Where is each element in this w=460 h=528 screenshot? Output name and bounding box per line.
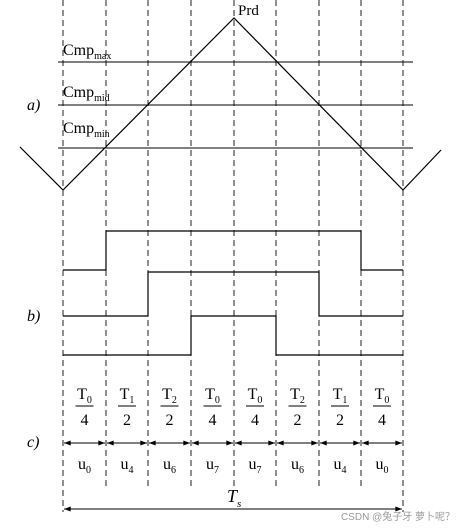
numerator-symbol: T [162, 386, 172, 403]
carrier-triangle [19, 17, 442, 191]
panel-c: T04u0T12u4T22u6T04u7T04u7T22u6T12u4T04u0… [27, 386, 403, 512]
interval-cell-4: T0 4 u7 [192, 386, 233, 476]
cmp-mid-base: Cmp [63, 84, 94, 101]
voltage-vector-label: u6 [291, 456, 304, 476]
panel-a: Prd Cmpmax Cmpmid Cmpmin a) [19, 3, 442, 191]
numerator-subscript: 0 [384, 395, 389, 406]
voltage-vector-label: u6 [163, 456, 176, 476]
voltage-vector-label: u4 [121, 456, 134, 476]
numerator-symbol: T [120, 386, 130, 403]
cmp-min-label: Cmpmin [63, 120, 110, 140]
fraction-denominator: 2 [336, 412, 344, 429]
numerator-subscript: 2 [300, 395, 305, 406]
cmp-mid-label: Cmpmid [63, 84, 110, 104]
fraction-denominator: 4 [209, 412, 217, 429]
vector-symbol: u [121, 456, 129, 473]
numerator-symbol: T [333, 386, 343, 403]
fraction-numerator: T0 [77, 386, 92, 406]
numerator-subscript: 1 [342, 395, 347, 406]
vector-symbol: u [163, 456, 171, 473]
vector-subscript: 7 [214, 465, 219, 476]
fraction-denominator: 2 [294, 412, 302, 429]
numerator-symbol: T [77, 386, 87, 403]
numerator-symbol: T [248, 386, 258, 403]
fraction-denominator: 4 [378, 412, 386, 429]
cmp-max-base: Cmp [63, 42, 94, 59]
vector-subscript: 4 [342, 465, 347, 476]
interval-cell-2: T1 2 u4 [106, 386, 147, 476]
panel-label-a: a) [27, 97, 40, 114]
vector-symbol: u [376, 456, 384, 473]
vector-subscript: 7 [257, 465, 262, 476]
fraction-denominator: 2 [166, 412, 174, 429]
voltage-vector-label: u7 [249, 456, 262, 476]
voltage-vector-label: u7 [206, 456, 219, 476]
fraction-numerator: T1 [333, 386, 348, 406]
vector-subscript: 0 [86, 465, 91, 476]
numerator-symbol: T [375, 386, 385, 403]
vector-symbol: u [334, 456, 342, 473]
cmp-max-label: Cmpmax [63, 42, 111, 62]
fraction-denominator: 4 [81, 412, 89, 429]
vector-subscript: 6 [299, 465, 304, 476]
vector-symbol: u [206, 456, 214, 473]
fraction-numerator: T0 [205, 386, 220, 406]
pwm-waveform-1 [63, 230, 403, 271]
fraction-numerator: T2 [290, 386, 305, 406]
period-subscript: s [237, 498, 241, 510]
vector-subscript: 0 [384, 465, 389, 476]
interval-cell-7: T1 2 u4 [319, 386, 361, 476]
fraction-denominator: 4 [251, 412, 259, 429]
panel-label-b: b) [27, 308, 40, 325]
voltage-vector-label: u0 [376, 456, 389, 476]
period-symbol: T [227, 486, 239, 506]
panel-b: b) [27, 230, 403, 356]
fraction-numerator: T0 [248, 386, 263, 406]
cmp-min-subscript: min [94, 129, 110, 140]
panel-label-c: c) [27, 434, 39, 451]
vector-subscript: 4 [129, 465, 134, 476]
period-label: Ts [227, 486, 241, 510]
numerator-subscript: 0 [215, 395, 220, 406]
numerator-symbol: T [205, 386, 215, 403]
fraction-numerator: T1 [120, 386, 135, 406]
cmp-mid-subscript: mid [94, 93, 110, 104]
voltage-vector-label: u4 [334, 456, 347, 476]
fraction-denominator: 2 [123, 412, 131, 429]
fraction-numerator: T0 [375, 386, 390, 406]
cmp-max-subscript: max [94, 51, 111, 62]
numerator-subscript: 0 [257, 395, 262, 406]
cmp-min-base: Cmp [63, 120, 94, 137]
vector-symbol: u [291, 456, 299, 473]
numerator-symbol: T [290, 386, 300, 403]
vector-subscript: 6 [171, 465, 176, 476]
prd-label: Prd [238, 3, 259, 19]
numerator-subscript: 2 [172, 395, 177, 406]
pwm-waveform-2 [63, 271, 403, 317]
fraction-numerator: T2 [162, 386, 177, 406]
numerator-subscript: 1 [129, 395, 134, 406]
vector-symbol: u [249, 456, 257, 473]
interval-cell-5: T0 4 u7 [235, 386, 276, 476]
watermark: CSDN @兔子牙 萝卜呢？ [341, 510, 455, 523]
time-dividers [62, 0, 404, 512]
voltage-vector-label: u0 [78, 456, 91, 476]
vector-symbol: u [78, 456, 86, 473]
numerator-subscript: 0 [87, 395, 92, 406]
pwm-waveform-3 [63, 315, 403, 356]
